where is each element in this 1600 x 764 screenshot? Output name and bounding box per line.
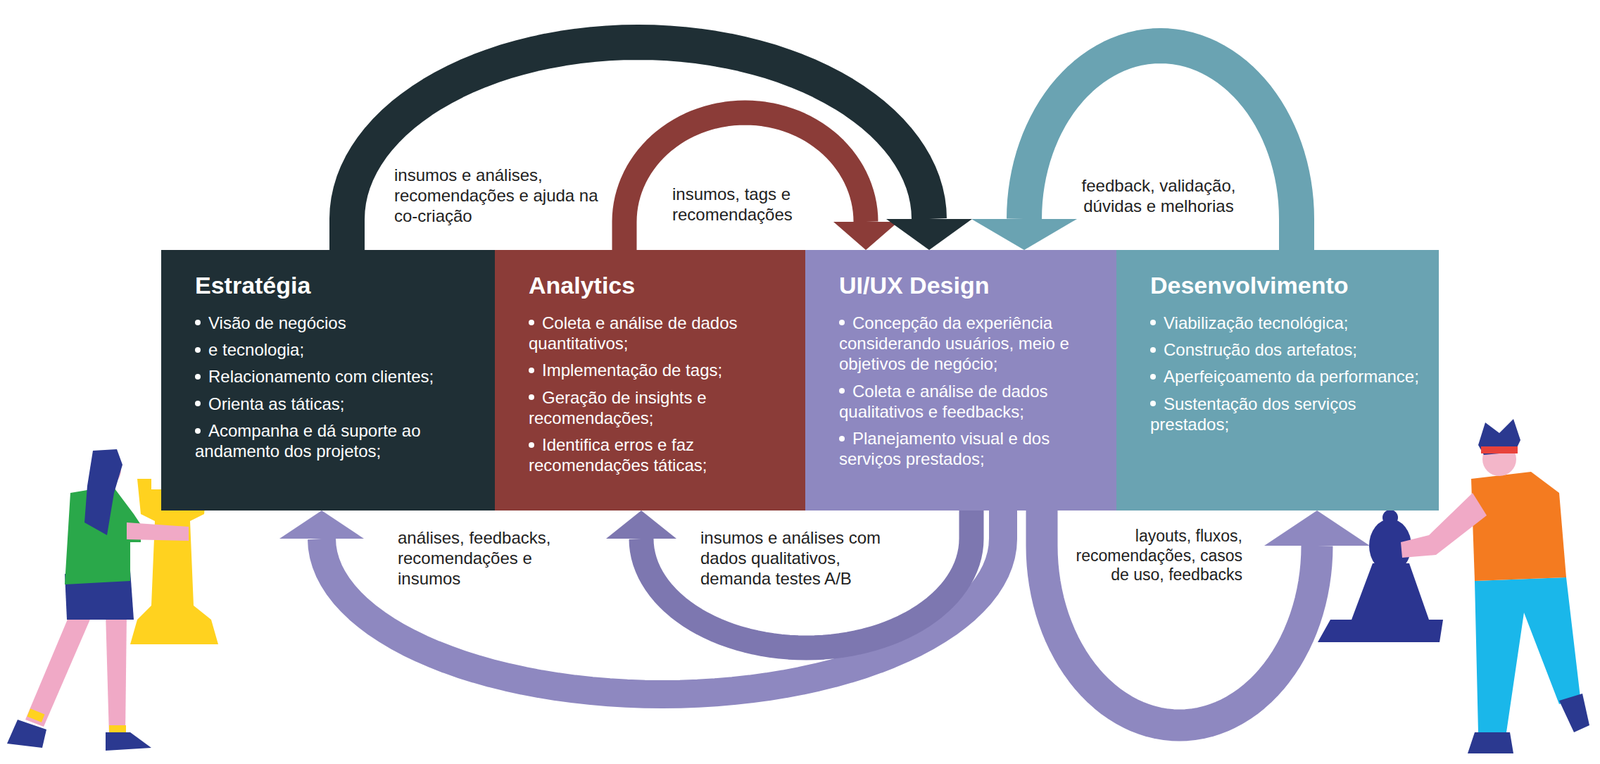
bullet-row: Implementação de tags; [528, 359, 795, 381]
process-box: UI/UX DesignConcepção da experiência con… [805, 249, 1117, 511]
bullet-text: Relacionamento com clientes; [208, 366, 434, 386]
box-heading: Analytics [528, 271, 635, 299]
arrow-head [971, 218, 1077, 250]
bullet-text: Coleta e análise de dados quantitativos; [528, 313, 738, 353]
flow-arrow [606, 510, 972, 648]
connector-label: layouts, fluxos, recomendações, casos de… [1064, 526, 1243, 585]
bullet-dot [528, 319, 535, 326]
bullet-row: Sustentação dos serviços prestados; [1150, 393, 1428, 436]
box-heading: Desenvolvimento [1150, 271, 1349, 299]
bullet-dot [528, 367, 535, 374]
bullet-row: Identifica erros e faz recomendações tát… [528, 434, 795, 476]
bullet-text: Sustentação dos serviços prestados; [1150, 394, 1356, 434]
process-box: AnalyticsColeta e análise de dados quant… [494, 249, 806, 511]
bullet-dot [1150, 373, 1156, 380]
connector-label: feedback, validação, dúvidas e melhorias [1060, 175, 1258, 217]
bullet-dot [194, 373, 201, 380]
bullet-row: Visão de negócios [194, 312, 484, 333]
flow-arrow [971, 45, 1297, 250]
bullet-dot [528, 394, 535, 400]
box-heading: UI/UX Design [839, 271, 990, 299]
bullet-row: Viabilização tecnológica; [1150, 312, 1428, 333]
bullet-text: Implementação de tags; [542, 360, 723, 380]
flow-arrow [347, 42, 973, 250]
bullet-row: Coleta e análise de dados qualitativos e… [839, 380, 1106, 423]
bullet-dot [839, 435, 845, 442]
bullet-text: Concepção da experiência considerando us… [839, 313, 1070, 374]
bullet-text: Geração de insights e recomendações; [528, 387, 707, 428]
bullet-row: Aperfeiçoamento da performance; [1150, 366, 1428, 387]
bullet-text: e tecnologia; [208, 339, 305, 359]
bullet-dot [194, 347, 201, 353]
bullet-dot [1150, 400, 1156, 407]
bullet-row: Orienta as táticas; [194, 393, 484, 414]
bullet-dot [1150, 347, 1156, 353]
bullet-text: Viabilização tecnológica; [1163, 313, 1348, 333]
bullet-row: Coleta e análise de dados quantitativos; [528, 312, 795, 355]
box-heading: Estratégia [194, 271, 311, 299]
bullet-text: Coleta e análise de dados qualitativos e… [839, 381, 1049, 421]
bullet-dot [194, 319, 201, 326]
arrow-band [641, 510, 972, 648]
bullet-dot [194, 427, 201, 434]
arrow-band [321, 510, 1004, 695]
bullet-text: Visão de negócios [208, 313, 347, 333]
bullet-row: Planejamento visual e dos serviços prest… [839, 427, 1106, 470]
box-heading-row: UI/UX Design [839, 271, 1106, 300]
flow-arrow [1041, 510, 1370, 726]
arrow-head [279, 510, 364, 539]
box-heading-row: Estratégia [194, 271, 484, 300]
arrow-head [833, 221, 899, 250]
connector-label: insumos, tags e recomendações [672, 184, 829, 226]
bullet-text: Orienta as táticas; [208, 394, 345, 414]
flow-arrow [279, 510, 1004, 695]
connector-label: insumos e análises com dados qualitativo… [700, 527, 898, 589]
box-heading-row: Analytics [528, 271, 795, 300]
bullet-row: Geração de insights e recomendações; [528, 387, 795, 429]
bullet-row: Concepção da experiência considerando us… [839, 312, 1106, 375]
connector-label: insumos e análises, recomendações e ajud… [394, 165, 602, 226]
arrow-head [886, 218, 973, 250]
bullet-dot [528, 442, 535, 448]
bullet-row: e tecnologia; [194, 339, 484, 360]
bullet-row: Relacionamento com clientes; [194, 366, 484, 387]
bullet-text: Construção dos artefatos; [1163, 339, 1358, 359]
bullet-text: Acompanha e dá suporte ao andamento dos … [194, 420, 421, 461]
flow-arrow [624, 112, 899, 250]
bullet-dot [194, 400, 201, 407]
bullet-dot [839, 387, 845, 394]
connector-label: análises, feedbacks, recomendações e ins… [397, 527, 595, 589]
box-heading-row: Desenvolvimento [1150, 271, 1428, 300]
process-box: DesenvolvimentoViabilização tecnológica;… [1116, 249, 1439, 511]
arrow-head [606, 510, 677, 539]
process-box: EstratégiaVisão de negócios e tecnologia;… [161, 249, 495, 511]
bullet-row: Acompanha e dá suporte ao andamento dos … [194, 420, 484, 462]
bullet-text: Identifica erros e faz recomendações tát… [528, 435, 707, 475]
bullet-dot [1150, 319, 1156, 326]
bullet-dot [839, 319, 845, 326]
arrow-band [624, 112, 866, 250]
bullet-text: Planejamento visual e dos serviços prest… [839, 428, 1050, 469]
arrow-head [1264, 510, 1370, 546]
arrow-band [347, 42, 930, 250]
bullet-text: Aperfeiçoamento da performance; [1163, 366, 1420, 386]
bullet-row: Construção dos artefatos; [1150, 339, 1428, 360]
